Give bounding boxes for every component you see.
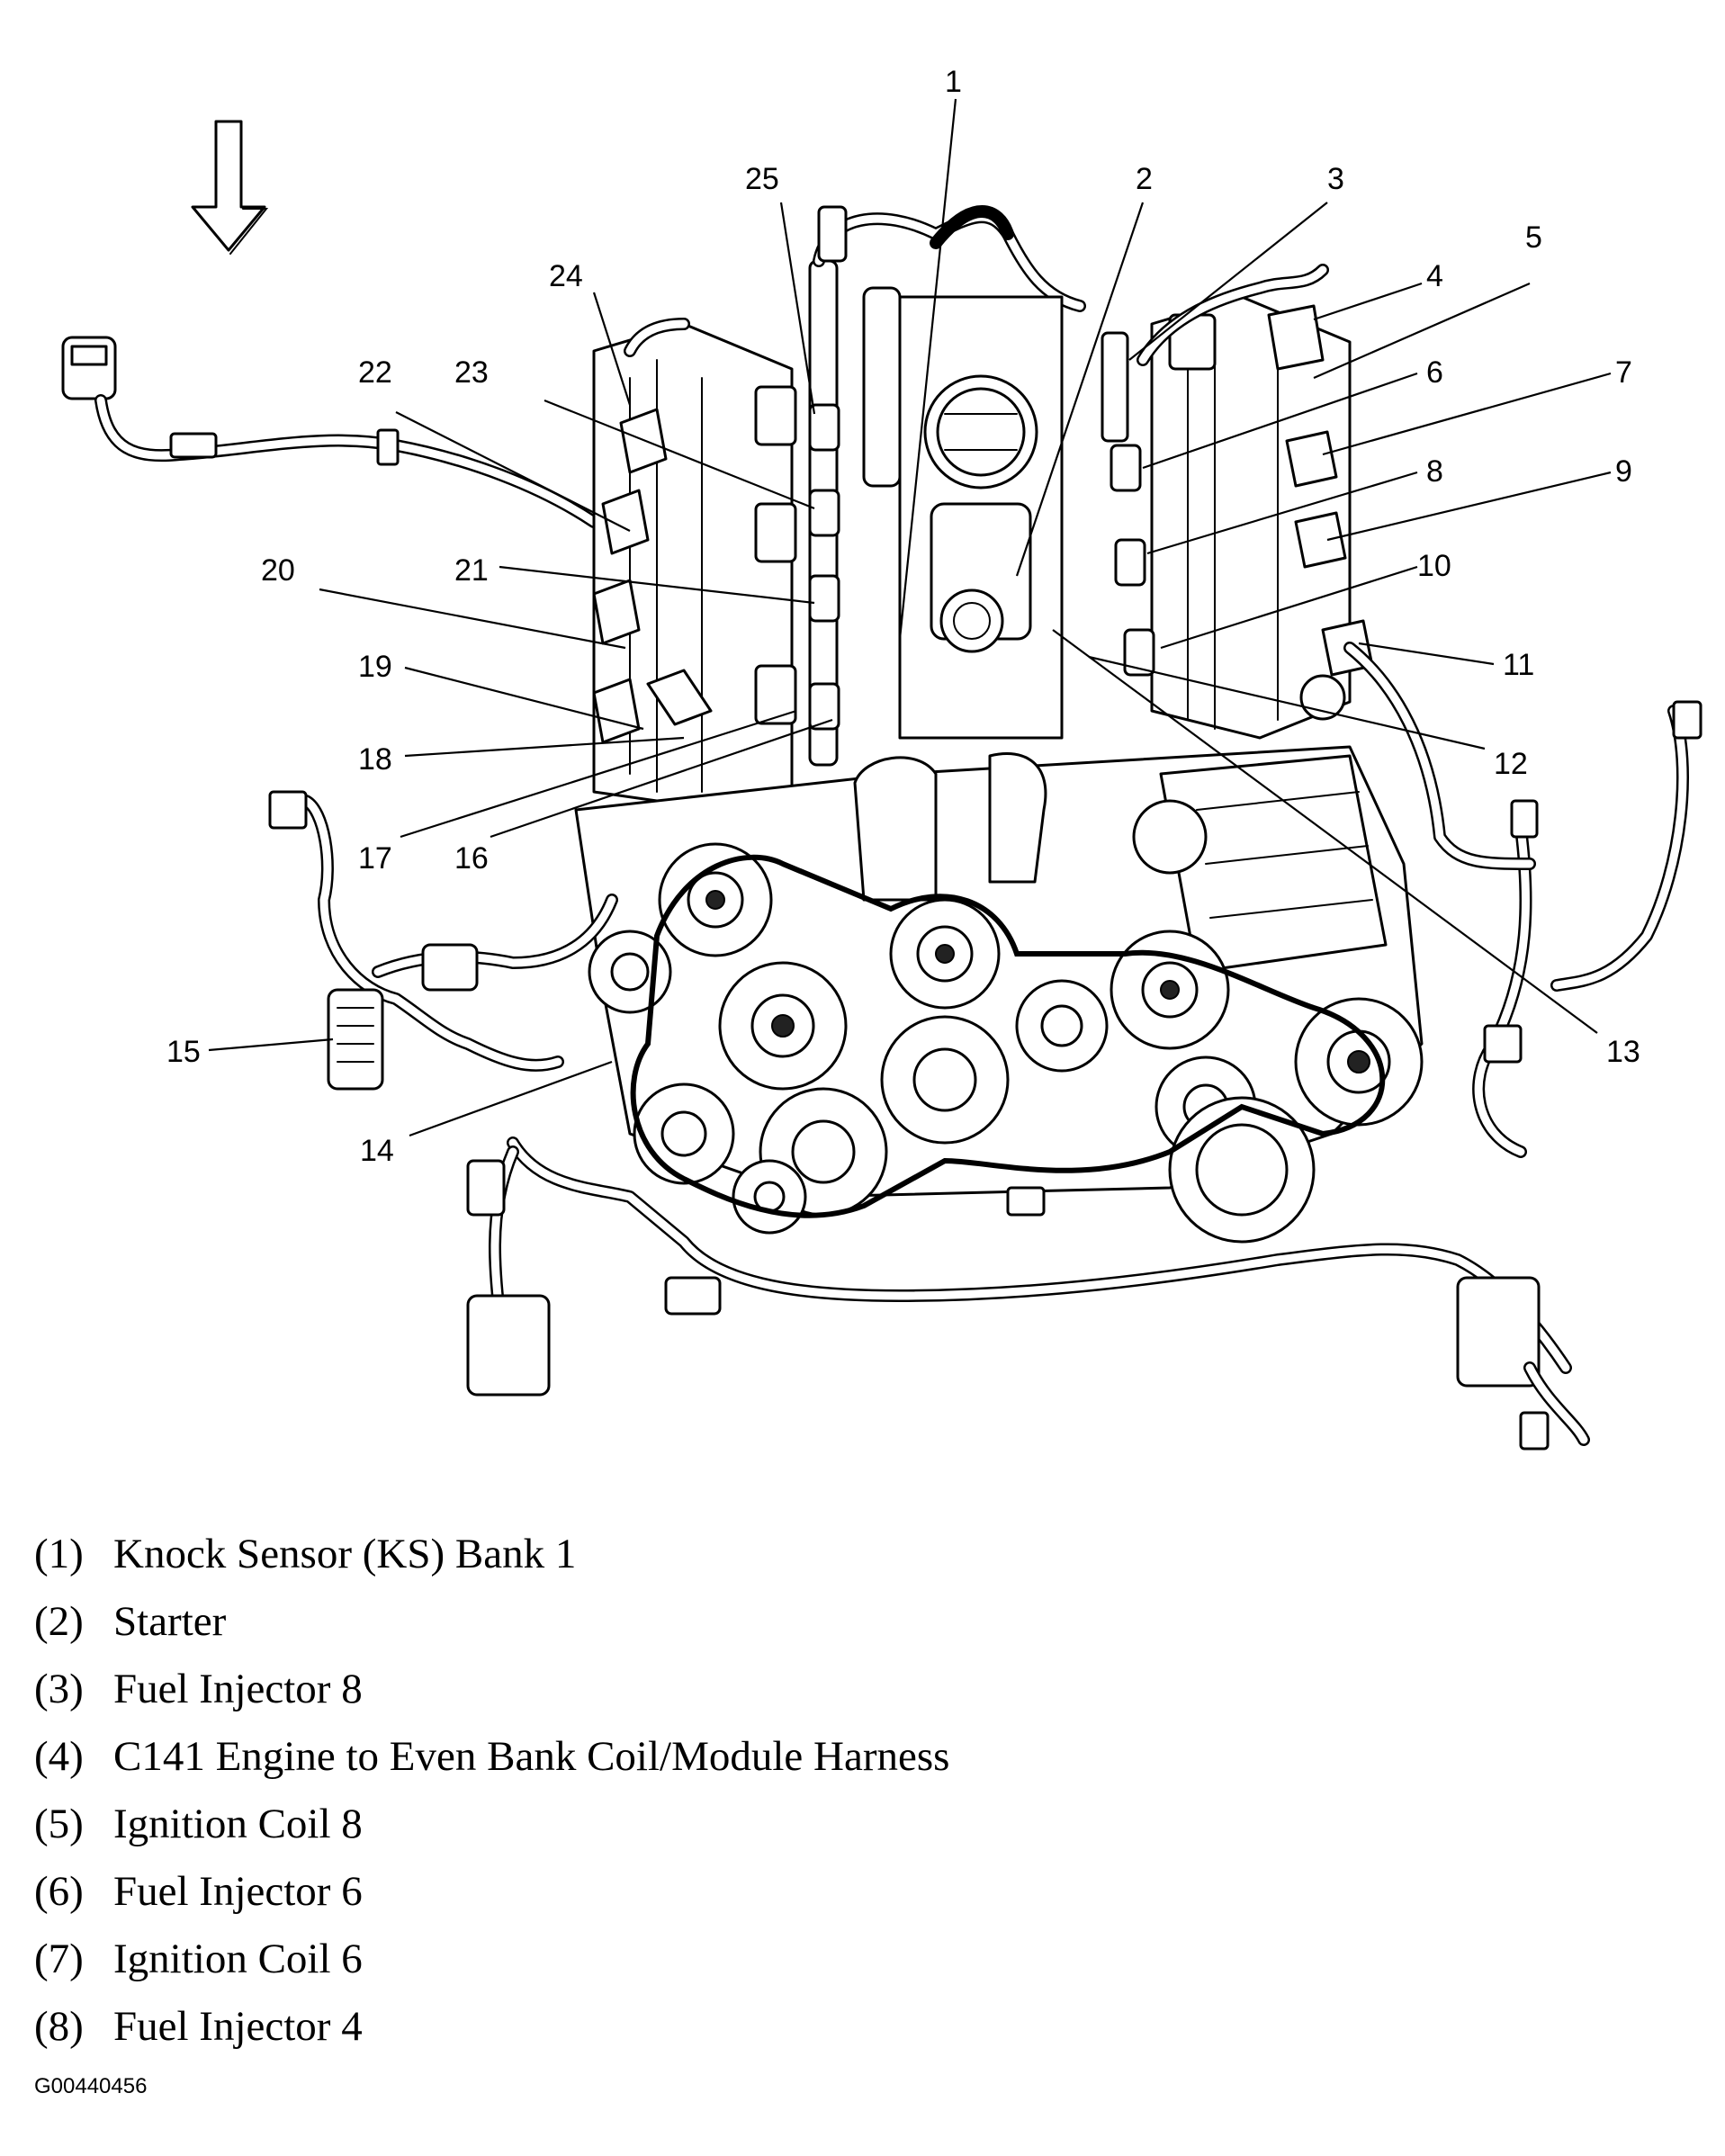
callout-13: 13	[1606, 1035, 1640, 1069]
legend-number: (7)	[34, 1936, 84, 1982]
legend-text: Ignition Coil 8	[113, 1801, 363, 1847]
legend-text: Fuel Injector 8	[113, 1666, 363, 1712]
callout-5: 5	[1525, 220, 1542, 255]
figure-id: G00440456	[34, 2074, 148, 2098]
callout-23: 23	[454, 355, 489, 390]
callout-18: 18	[358, 742, 392, 777]
callout-4: 4	[1426, 259, 1443, 293]
legend-number: (5)	[34, 1801, 84, 1847]
legend-text: Ignition Coil 6	[113, 1936, 363, 1982]
leader-lines	[208, 98, 1612, 1137]
right-side-harness	[1343, 642, 1703, 1158]
legend-text: Fuel Injector 6	[113, 1868, 363, 1915]
callout-8: 8	[1426, 454, 1443, 489]
left-harness	[61, 336, 600, 528]
callout-22: 22	[358, 355, 392, 390]
callout-21: 21	[454, 553, 489, 588]
left-side-harness	[268, 790, 618, 1091]
callout-9: 9	[1615, 454, 1632, 489]
legend-item: (8) Fuel Injector 4	[34, 1993, 949, 2061]
throttle-body	[898, 295, 1064, 740]
legend-number: (1)	[34, 1531, 84, 1577]
callout-25: 25	[745, 162, 779, 196]
callout-1: 1	[945, 65, 962, 99]
right-fuel-rail	[1101, 313, 1217, 677]
legend-number: (8)	[34, 2003, 84, 2050]
callout-12: 12	[1494, 747, 1528, 781]
legend-number: (2)	[34, 1598, 84, 1645]
legend-item: (7) Ignition Coil 6	[34, 1926, 949, 1993]
callout-17: 17	[358, 841, 392, 876]
legend-number: (3)	[34, 1666, 84, 1712]
lower-harness	[466, 1136, 1590, 1451]
component-legend: (1) Knock Sensor (KS) Bank 1 (2) Starter (…	[34, 1521, 949, 2061]
down-arrow-icon	[191, 120, 269, 255]
callout-15: 15	[166, 1035, 201, 1069]
callout-10: 10	[1417, 549, 1451, 583]
callout-16: 16	[454, 841, 489, 876]
callout-3: 3	[1327, 162, 1344, 196]
legend-item: (6) Fuel Injector 6	[34, 1858, 949, 1926]
callout-20: 20	[261, 553, 295, 588]
legend-number: (4)	[34, 1733, 84, 1780]
legend-item: (3) Fuel Injector 8	[34, 1656, 949, 1723]
legend-item: (1) Knock Sensor (KS) Bank 1	[34, 1521, 949, 1588]
left-valve-cover	[592, 322, 794, 812]
callout-2: 2	[1136, 162, 1153, 196]
callout-6: 6	[1426, 355, 1443, 390]
callout-19: 19	[358, 650, 392, 684]
legend-text: C141 Engine to Even Bank Coil/Module Har…	[113, 1733, 950, 1780]
callout-24: 24	[549, 259, 583, 293]
legend-text: Knock Sensor (KS) Bank 1	[113, 1531, 577, 1577]
legend-item: (4) C141 Engine to Even Bank Coil/Module …	[34, 1723, 949, 1791]
callouts: 1 2 3 4 5 6 7 8 9 10 11 12 13 14 15 16 1…	[166, 65, 1640, 1168]
legend-item: (5) Ignition Coil 8	[34, 1791, 949, 1858]
callout-11: 11	[1503, 648, 1534, 682]
callout-7: 7	[1615, 355, 1632, 390]
legend-text: Starter	[113, 1598, 227, 1645]
accessory-pulleys	[588, 842, 1424, 1244]
legend-item: (2) Starter	[34, 1588, 949, 1656]
engine-illustration	[61, 205, 1703, 1451]
callout-14: 14	[360, 1134, 394, 1168]
legend-number: (6)	[34, 1868, 84, 1915]
serpentine-belt	[630, 854, 1386, 1218]
left-fuel-rail	[754, 259, 840, 767]
legend-text: Fuel Injector 4	[113, 2003, 363, 2050]
